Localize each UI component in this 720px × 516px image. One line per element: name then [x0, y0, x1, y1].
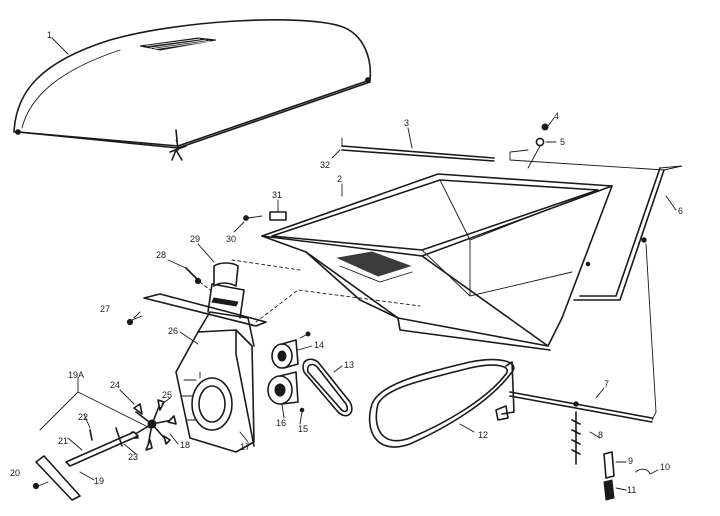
chute-29	[213, 262, 239, 287]
bolt-20	[32, 481, 49, 490]
pulley-14	[271, 339, 299, 369]
label-15: 15	[298, 424, 308, 434]
nut-11	[603, 479, 615, 501]
label-29: 29	[190, 234, 200, 244]
label-19: 19	[94, 476, 104, 486]
label-21: 21	[58, 436, 68, 446]
bolt-9	[603, 451, 615, 479]
belt-12	[368, 358, 515, 448]
label-7: 7	[604, 379, 609, 389]
bolt-30	[243, 215, 263, 221]
label-22: 22	[78, 412, 88, 422]
washer-10	[635, 468, 651, 475]
bolt-28	[185, 267, 202, 285]
label-11: 11	[627, 485, 636, 495]
label-8: 8	[598, 430, 603, 440]
label-3: 3	[404, 118, 409, 128]
label-1: 1	[47, 30, 52, 40]
label-31: 31	[272, 190, 282, 200]
idler-bracket	[495, 361, 515, 421]
bolt-14b	[299, 331, 311, 339]
label-26: 26	[168, 326, 178, 336]
spring-8	[571, 411, 581, 465]
leader-lines	[51, 37, 677, 491]
label-20: 20	[10, 468, 20, 478]
hood-cover	[13, 19, 372, 161]
label-32: 32	[320, 160, 330, 170]
pulley-16	[267, 371, 299, 405]
bolt-27	[126, 315, 143, 326]
label-25: 25	[162, 390, 172, 400]
side-plate	[509, 149, 683, 301]
belt-13	[302, 358, 353, 417]
label-19a: 19A	[68, 370, 84, 380]
label-16: 16	[276, 418, 286, 428]
label-2: 2	[337, 174, 342, 184]
screw-15	[299, 407, 305, 413]
label-23: 23	[128, 452, 138, 462]
paddle-19	[35, 455, 81, 501]
deflector-plate	[143, 283, 267, 327]
label-13: 13	[344, 360, 354, 370]
rod-7	[509, 243, 657, 423]
label-9: 9	[628, 456, 633, 466]
leader-line	[527, 145, 541, 169]
key-23	[115, 427, 123, 447]
key-22	[89, 429, 93, 441]
label-14: 14	[314, 340, 324, 350]
group-bracket-19a	[39, 377, 151, 431]
fan-impeller	[127, 399, 177, 451]
bracket-31	[269, 211, 287, 221]
label-27: 27	[100, 304, 110, 314]
label-10: 10	[660, 462, 670, 472]
label-12: 12	[478, 430, 488, 440]
label-4: 4	[554, 111, 559, 121]
label-30: 30	[226, 234, 236, 244]
washer-5	[535, 137, 545, 147]
label-6: 6	[678, 206, 683, 216]
bolt-4	[541, 123, 549, 131]
top-rod	[341, 137, 495, 162]
label-18: 18	[180, 440, 190, 450]
label-24: 24	[110, 380, 120, 390]
label-28: 28	[156, 250, 166, 260]
fan-housing	[175, 311, 255, 453]
label-17: 17	[240, 442, 250, 452]
hood-grille	[139, 37, 217, 51]
label-5: 5	[560, 137, 565, 147]
hopper	[261, 173, 613, 351]
